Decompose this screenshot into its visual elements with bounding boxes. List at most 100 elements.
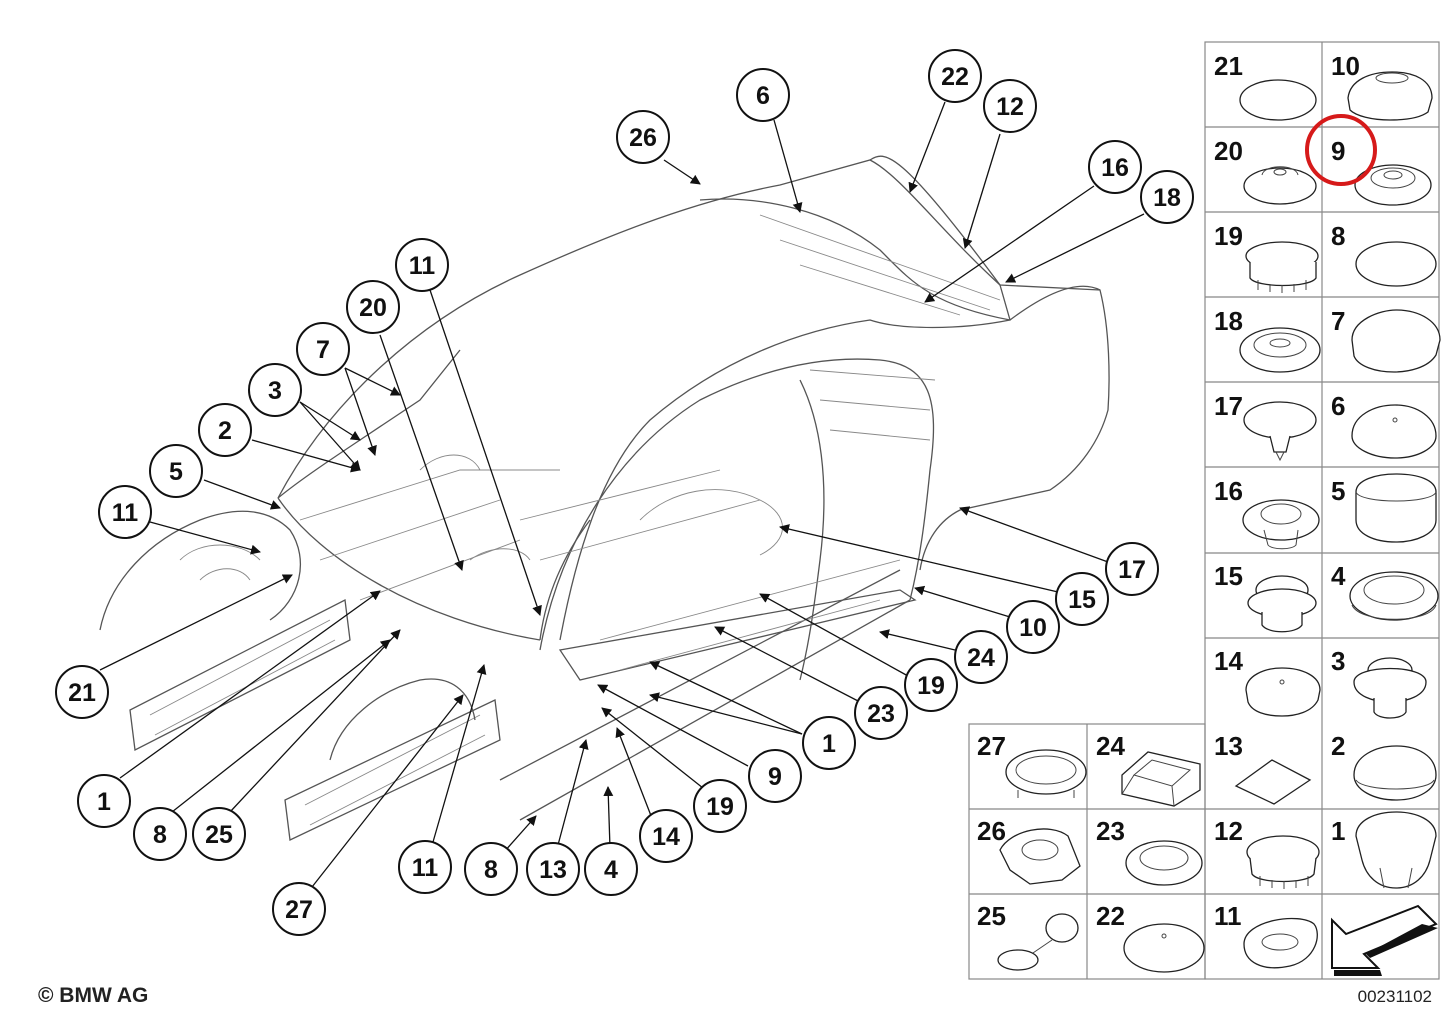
svg-text:13: 13 [539,856,567,884]
callout-14: 14 [639,809,693,863]
grid-cell-15: 15 [1214,561,1317,633]
svg-text:18: 18 [1153,184,1181,212]
callout-1-left: 1 [77,774,131,828]
svg-text:20: 20 [1214,136,1243,166]
svg-text:10: 10 [1019,614,1047,642]
svg-text:17: 17 [1118,556,1146,584]
grid-cell-7: 7 [1331,306,1441,373]
svg-text:13: 13 [1214,731,1243,761]
callout-18: 18 [1140,170,1194,224]
grid-cell-11: 11 [1214,901,1318,969]
grid-cell-2: 2 [1331,731,1437,801]
svg-text:23: 23 [1096,816,1125,846]
direction-arrow-icon [1331,904,1438,976]
svg-text:5: 5 [169,458,183,486]
callout-17: 17 [1105,542,1159,596]
copyright-label: © BMW AG [38,984,148,1007]
svg-text:8: 8 [484,856,498,884]
car-body-drawing [99,155,1110,841]
svg-text:20: 20 [359,294,387,322]
grid-cell-24: 24 [1096,731,1201,807]
callout-19-right: 19 [904,658,958,712]
grid-cell-25: 25 [977,901,1079,971]
grid-cell-16: 16 [1214,476,1320,550]
svg-text:19: 19 [706,793,734,821]
svg-text:3: 3 [268,377,282,405]
grid-cell-6: 6 [1331,391,1437,459]
callout-11-bottom: 11 [398,840,452,894]
grid-lines [968,41,1440,980]
callout-26: 26 [616,110,670,164]
svg-text:26: 26 [977,816,1006,846]
svg-text:8: 8 [153,821,167,849]
callout-8-left: 8 [133,807,187,861]
svg-text:15: 15 [1068,586,1096,614]
callout-27: 27 [272,882,326,936]
svg-text:4: 4 [604,856,618,884]
svg-text:1: 1 [97,788,111,816]
callout-12: 12 [983,79,1037,133]
grid-cell-20: 20 [1214,136,1317,205]
svg-text:24: 24 [1096,731,1125,761]
svg-text:17: 17 [1214,391,1243,421]
grid-cell-4: 4 [1331,561,1439,621]
svg-text:26: 26 [629,124,657,152]
grid-cell-3: 3 [1331,646,1427,719]
grid-cell-26: 26 [977,816,1081,885]
callout-5: 5 [149,444,203,498]
svg-text:16: 16 [1214,476,1243,506]
grid-cell-14: 14 [1214,646,1321,717]
svg-text:6: 6 [756,82,770,110]
svg-text:22: 22 [1096,901,1125,931]
callout-21: 21 [55,665,109,719]
grid-cell-19: 19 [1214,221,1319,293]
callout-8-bottom: 8 [464,842,518,896]
callout-16: 16 [1088,140,1142,194]
svg-text:5: 5 [1331,476,1345,506]
svg-text:9: 9 [1331,136,1345,166]
grid-cell-27: 27 [977,731,1087,798]
grid-cell-8: 8 [1331,221,1437,287]
callout-6: 6 [736,68,790,122]
highlight-ring [1305,114,1377,186]
grid-cell-12: 12 [1214,816,1320,889]
callout-1-right: 1 [802,716,856,770]
svg-text:10: 10 [1331,51,1360,81]
callout-11-top: 11 [395,238,449,292]
grid-cell-9: 9 [1305,114,1432,206]
svg-text:22: 22 [941,63,969,91]
svg-text:11: 11 [1214,901,1242,931]
grid-cell-21: 21 [1214,51,1317,121]
svg-text:1: 1 [822,730,836,758]
svg-text:1: 1 [1331,816,1345,846]
svg-text:27: 27 [977,731,1006,761]
callout-arrows [99,101,1145,888]
svg-text:24: 24 [967,644,995,672]
grid-cell-10: 10 [1331,51,1433,121]
svg-text:3: 3 [1331,646,1345,676]
callout-24: 24 [954,630,1008,684]
svg-text:9: 9 [768,763,782,791]
svg-text:12: 12 [1214,816,1243,846]
grid-cell-13: 13 [1214,731,1312,805]
callout-25: 25 [192,807,246,861]
svg-text:2: 2 [218,417,232,445]
parts-grid: 21 10 20 9 19 8 [968,41,1441,980]
callouts-layer: 6 22 12 26 16 18 11 20 7 3 2 5 11 17 15 … [55,49,1194,936]
svg-text:25: 25 [205,821,233,849]
image-code-label: 00231102 [1358,987,1432,1006]
svg-text:8: 8 [1331,221,1345,251]
callout-23: 23 [854,686,908,740]
grid-cell-22: 22 [1096,901,1205,973]
svg-text:11: 11 [112,499,139,527]
svg-text:2: 2 [1331,731,1345,761]
callout-15: 15 [1055,572,1109,626]
grid-cell-23: 23 [1096,816,1203,886]
svg-text:7: 7 [1331,306,1345,336]
svg-text:11: 11 [412,854,439,882]
svg-text:25: 25 [977,901,1006,931]
grid-cell-5: 5 [1331,473,1437,543]
callout-10: 10 [1006,600,1060,654]
callout-20: 20 [346,280,400,334]
